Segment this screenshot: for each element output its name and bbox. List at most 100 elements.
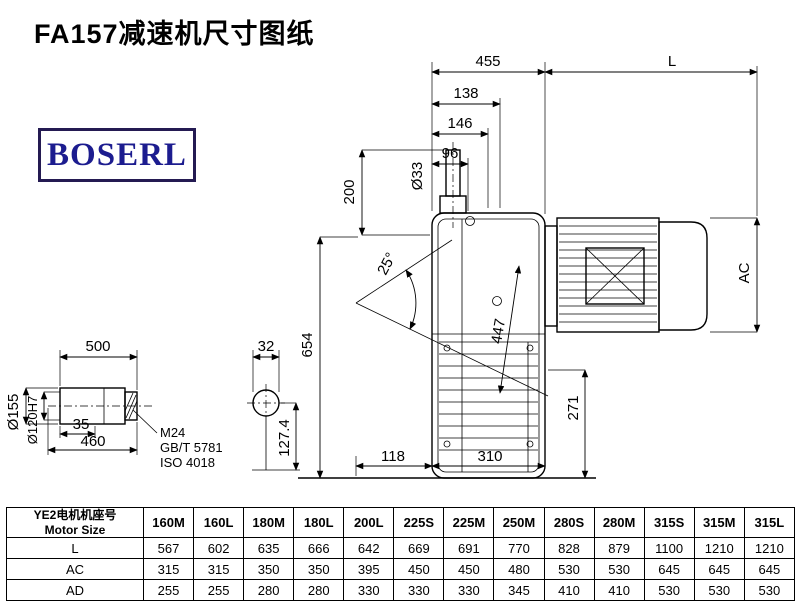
- input-shaft: [439, 142, 467, 228]
- cell: 410: [543, 579, 595, 601]
- cell: 828: [543, 537, 595, 559]
- column-header: 200L: [343, 507, 395, 538]
- shaft-side-view: [22, 350, 158, 455]
- flange-hole: [443, 440, 451, 448]
- motor-size-header: YE2电机机座号 Motor Size: [6, 507, 144, 538]
- cell: 280: [243, 579, 295, 601]
- fan-cowl: [658, 221, 708, 331]
- cell: 1210: [693, 537, 745, 559]
- dim-146-label: 146: [447, 115, 472, 132]
- cell: 645: [693, 558, 745, 580]
- boserl-logo: BOSERL: [38, 128, 196, 182]
- cell: 395: [343, 558, 395, 580]
- dimension-table: YE2电机机座号 Motor Size 160M 160L 180M 180L …: [6, 507, 796, 601]
- cell: 330: [393, 579, 445, 601]
- cell: 315: [142, 558, 195, 580]
- cell: 480: [493, 558, 545, 580]
- cell: 255: [142, 579, 195, 601]
- column-header: 315S: [643, 507, 695, 538]
- shaft-section-view: [247, 350, 300, 471]
- page-title: FA157减速机尺寸图纸: [34, 19, 315, 49]
- cell: 669: [393, 537, 445, 559]
- dim-455-label: 455: [475, 53, 500, 70]
- cell: 1210: [743, 537, 796, 559]
- column-header: 160L: [193, 507, 245, 538]
- cell: 1100: [643, 537, 695, 559]
- dim-271-label: 271: [565, 395, 582, 420]
- cell: 635: [243, 537, 295, 559]
- thread-spec-label: M24: [160, 425, 185, 440]
- cell: 879: [593, 537, 645, 559]
- column-header: 225S: [393, 507, 445, 538]
- cell: 255: [193, 579, 245, 601]
- table-header-row: YE2电机机座号 Motor Size 160M 160L 180M 180L …: [6, 507, 796, 538]
- flange-hole: [526, 440, 534, 448]
- dim-flange-dia-label: Ø155: [5, 394, 22, 431]
- row-label: L: [6, 537, 144, 559]
- cell: 280: [293, 579, 345, 601]
- table-row-L: L 567 602 635 666 642 669 691 770 828 87…: [6, 537, 796, 559]
- motor: [544, 217, 708, 333]
- cell: 645: [743, 558, 796, 580]
- table-row-AD: AD 255 255 280 280 330 330 330 345 410 4…: [6, 579, 796, 601]
- standard-gbt-label: GB/T 5781: [160, 440, 223, 455]
- column-header: 225M: [443, 507, 495, 538]
- cell: 691: [443, 537, 495, 559]
- dim-118-label: 118: [381, 448, 405, 465]
- column-header: 250M: [493, 507, 545, 538]
- cell: 315: [193, 558, 245, 580]
- dim-127-label: 127.4: [276, 419, 293, 457]
- bolt-hole: [465, 216, 475, 226]
- standard-iso-label: ISO 4018: [160, 455, 215, 470]
- cell: 567: [142, 537, 195, 559]
- row-label: AC: [6, 558, 144, 580]
- cell: 666: [293, 537, 345, 559]
- column-header: 180L: [293, 507, 345, 538]
- cell: 642: [343, 537, 395, 559]
- dimension-lines: [316, 62, 761, 479]
- dim-654-label: 654: [299, 332, 316, 357]
- dim-447-label: 447: [488, 317, 509, 345]
- gearbox-housing: [431, 212, 546, 479]
- column-header: 160M: [142, 507, 195, 538]
- row-label: AD: [6, 579, 144, 601]
- dim-96-label: 96: [442, 145, 459, 162]
- dim-32-label: 32: [258, 338, 275, 355]
- dim-460-label: 460: [80, 433, 105, 450]
- column-header: 180M: [243, 507, 295, 538]
- cell: 602: [193, 537, 245, 559]
- dim-L-label: L: [668, 53, 676, 70]
- logo-text: BOSERL: [47, 136, 187, 173]
- cell: 530: [543, 558, 595, 580]
- cell: 345: [493, 579, 545, 601]
- dim-310-label: 310: [477, 448, 502, 465]
- dim-shaft-dia-label: Ø33: [409, 162, 426, 190]
- dim-500-label: 500: [85, 338, 110, 355]
- column-header: 315L: [743, 507, 796, 538]
- cell: 450: [393, 558, 445, 580]
- cell: 530: [693, 579, 745, 601]
- dim-138-label: 138: [453, 85, 478, 102]
- dim-angle-label: 25°: [374, 250, 400, 278]
- dim-bore-dia-label: Ø120H7: [25, 396, 40, 444]
- motor-size-header-en: Motor Size: [44, 522, 106, 537]
- cell: 450: [443, 558, 495, 580]
- cell: 330: [443, 579, 495, 601]
- cell: 770: [493, 537, 545, 559]
- table-row-AC: AC 315 315 350 350 395 450 450 480 530 5…: [6, 558, 796, 580]
- bolt-hole: [492, 296, 502, 306]
- cell: 330: [343, 579, 395, 601]
- column-header: 315M: [693, 507, 745, 538]
- motor-size-header-cn: YE2电机机座号: [33, 508, 117, 523]
- cell: 530: [593, 558, 645, 580]
- cell: 645: [643, 558, 695, 580]
- dimension-labels: 455 L 138 146 96 Ø33 200 25° 654 AC 447 …: [5, 53, 753, 470]
- flange-hole: [526, 344, 534, 352]
- technical-drawing: 455 L 138 146 96 Ø33 200 25° 654 AC 447 …: [5, 53, 761, 479]
- dim-AC-label: AC: [736, 262, 753, 283]
- column-header: 280M: [593, 507, 645, 538]
- cell: 530: [643, 579, 695, 601]
- terminal-box: [585, 247, 645, 305]
- flange-hole: [443, 344, 451, 352]
- cell: 530: [743, 579, 796, 601]
